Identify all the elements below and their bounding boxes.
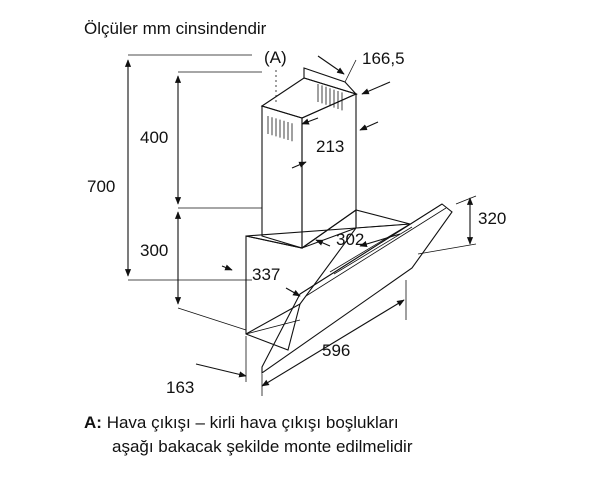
dim-body-width: 302 — [336, 230, 364, 249]
dim-chimney-width: 166,5 — [362, 49, 405, 68]
hood-outline — [245, 67, 453, 375]
dim-glass-height: 320 — [478, 209, 506, 228]
note-line-2: aşağı bakacak şekilde monte edilmelidir — [112, 437, 413, 456]
dim-body-height: 300 — [140, 241, 168, 260]
outlet-marker: (A) — [264, 48, 287, 67]
note-text-1: Hava çıkışı – kirli hava çıkışı boşlukla… — [106, 413, 399, 432]
dim-body-depth: 337 — [252, 265, 280, 284]
dim-chimney-depth: 213 — [316, 137, 344, 156]
dim-total-height: 700 — [87, 177, 115, 196]
dim-glass-width: 596 — [322, 341, 350, 360]
dim-chimney-height: 400 — [140, 128, 168, 147]
vent-slots — [267, 84, 343, 142]
note-line-1: A: Hava çıkışı – kirli hava çıkışı boşlu… — [84, 412, 399, 434]
dimension-lines — [124, 54, 477, 396]
title: Ölçüler mm cinsindendir — [84, 19, 267, 38]
note-label: A: — [84, 413, 102, 432]
dim-bottom-depth: 163 — [166, 378, 194, 397]
